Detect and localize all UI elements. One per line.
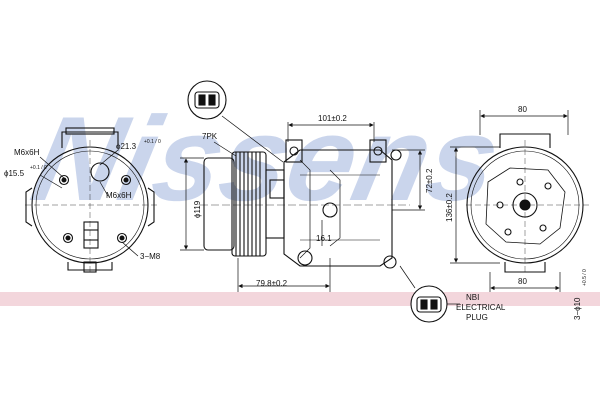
d21-3-label: ϕ21.3 bbox=[116, 142, 137, 151]
plug-note-line2: ELECTRICAL bbox=[456, 303, 506, 312]
d15-5-label: ϕ15.5 bbox=[4, 169, 25, 178]
plug-note-line1: NBI bbox=[466, 293, 479, 302]
holes-tolerance: +0.5 / 0 bbox=[582, 269, 588, 286]
dim-16-label: 16.1 bbox=[316, 234, 332, 243]
dim-101-label: 101±0.2 bbox=[318, 114, 347, 123]
dim-top-label: 80 bbox=[518, 105, 527, 114]
d15-5-tolerance: +0.1 / 0 bbox=[30, 165, 47, 171]
m8-label: 3−M8 bbox=[140, 252, 161, 261]
center-side-view bbox=[200, 139, 410, 269]
plug-note-line3: PLUG bbox=[466, 313, 488, 322]
connector-icon-top bbox=[187, 80, 284, 163]
belt-label: 7PK bbox=[202, 132, 218, 141]
electrical-plug-icon bbox=[399, 265, 460, 323]
left-front-view bbox=[25, 127, 158, 275]
m6x6h-side-label: M6x6H bbox=[106, 191, 132, 200]
d21-3-tolerance: +0.1 / 0 bbox=[144, 139, 161, 145]
dim-72-label: 72±0.2 bbox=[425, 168, 434, 193]
holes-label: 3−ϕ10 bbox=[573, 297, 582, 320]
dim-bottom-label: 80 bbox=[518, 277, 527, 286]
watermark-band bbox=[0, 292, 600, 306]
dim-136-label: 136±0.2 bbox=[445, 193, 454, 222]
dim-119-label: ϕ119 bbox=[193, 200, 202, 218]
right-dimensions bbox=[450, 110, 569, 292]
m6x6h-top-label: M6x6H bbox=[14, 148, 40, 157]
dim-79-8-label: 79.8±0.2 bbox=[256, 279, 288, 288]
right-rear-view bbox=[466, 133, 590, 275]
center-dimensions bbox=[180, 122, 425, 292]
